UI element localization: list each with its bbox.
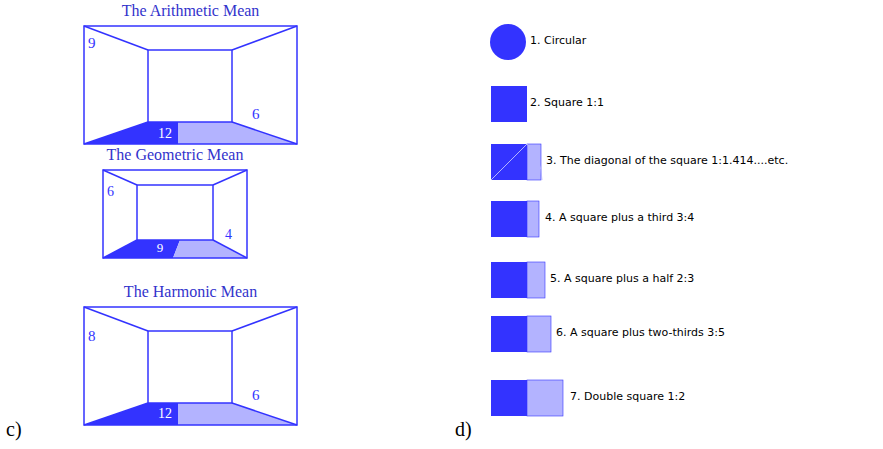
proportion-label: 6. A square plus two-thirds 3:5 xyxy=(556,327,725,339)
proportion-label: 7. Double square 1:2 xyxy=(570,391,685,403)
dimension-number: 6 xyxy=(107,184,114,199)
panel-letter: c) xyxy=(6,418,22,440)
room-title: The Arithmetic Mean xyxy=(122,2,260,20)
dimension-number: 6 xyxy=(252,106,260,123)
dimension-number: 12 xyxy=(158,406,172,421)
room-drawing xyxy=(84,307,297,425)
room-box: The Harmonic Mean8126 xyxy=(84,307,297,425)
room-box: The Arithmetic Mean9126 xyxy=(84,26,297,144)
proportion-label: 3. The diagonal of the square 1:1.414...… xyxy=(546,155,788,167)
room-box: The Geometric Mean694 xyxy=(103,170,247,258)
dimension-number: 9 xyxy=(157,241,164,255)
room-title: The Geometric Mean xyxy=(107,146,244,164)
proportion-label: 1. Circular xyxy=(530,35,586,47)
room-drawing xyxy=(103,170,247,258)
dimension-number: 8 xyxy=(88,328,96,345)
proportion-label: 4. A square plus a third 3:4 xyxy=(545,212,694,224)
room-drawing xyxy=(84,26,297,144)
panel-letter: d) xyxy=(455,418,472,440)
proportion-label: 5. A square plus a half 2:3 xyxy=(550,273,694,285)
dimension-number: 9 xyxy=(88,35,96,52)
room-title: The Harmonic Mean xyxy=(124,283,257,301)
dimension-number: 12 xyxy=(158,126,172,141)
dimension-number: 4 xyxy=(225,227,232,242)
proportion-label: 2. Square 1:1 xyxy=(530,97,604,109)
dimension-number: 6 xyxy=(252,387,260,404)
